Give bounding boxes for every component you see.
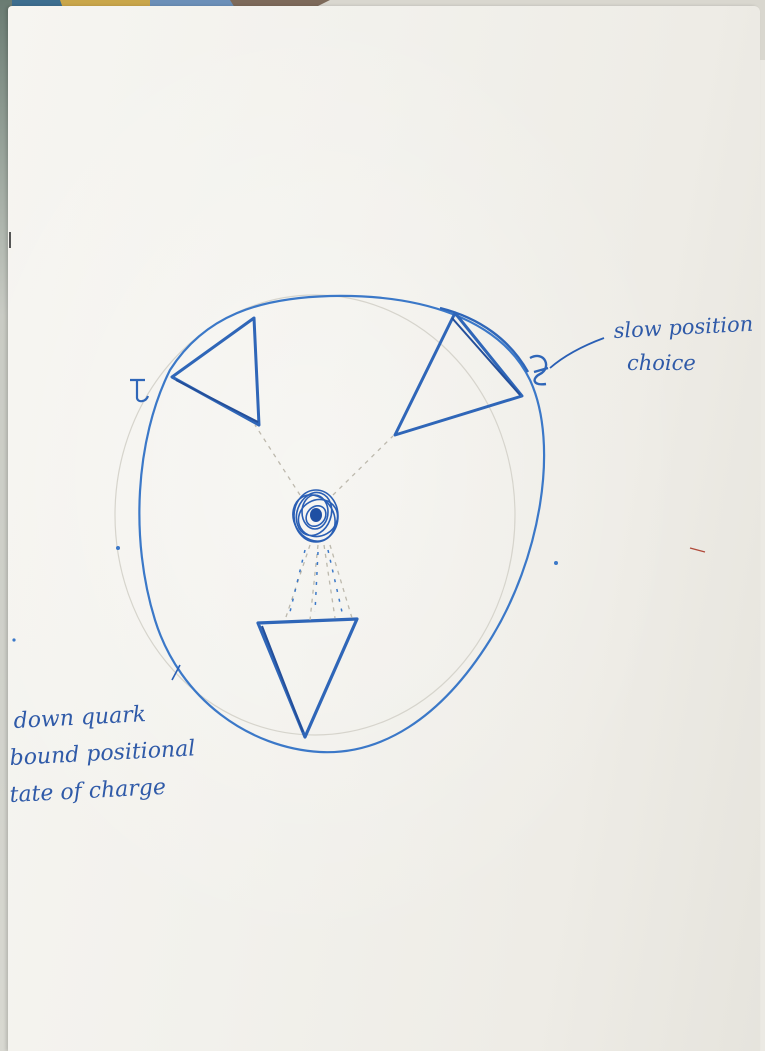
triangle-top-right bbox=[395, 313, 522, 435]
annotation-pointer bbox=[550, 338, 604, 368]
dashed-connectors bbox=[255, 425, 393, 620]
right-rotation-mark bbox=[530, 356, 548, 384]
dashed-connectors-ink bbox=[290, 550, 342, 612]
annotation-bottom-left-line1: down quark bbox=[13, 702, 147, 734]
annotation-top-right-line2: choice bbox=[627, 351, 696, 375]
triangle-bottom bbox=[258, 619, 357, 737]
triangle-top-right-overstroke bbox=[452, 318, 520, 395]
ink-dot bbox=[12, 638, 15, 641]
triangle-top-left bbox=[172, 318, 259, 425]
triangle-top-left-overstroke bbox=[176, 380, 258, 422]
annotation-top-right-line1: slow position bbox=[613, 312, 754, 343]
ink-dot bbox=[554, 561, 558, 565]
annotation-bottom-left-line3: tate of charge bbox=[9, 775, 167, 808]
center-dot bbox=[310, 508, 322, 522]
triangle-bottom-overstroke bbox=[262, 626, 303, 732]
ink-dot bbox=[116, 546, 120, 550]
red-mark bbox=[690, 548, 705, 552]
annotation-bottom-left-line2: bound positional bbox=[9, 736, 196, 771]
outer-oval bbox=[139, 296, 544, 752]
